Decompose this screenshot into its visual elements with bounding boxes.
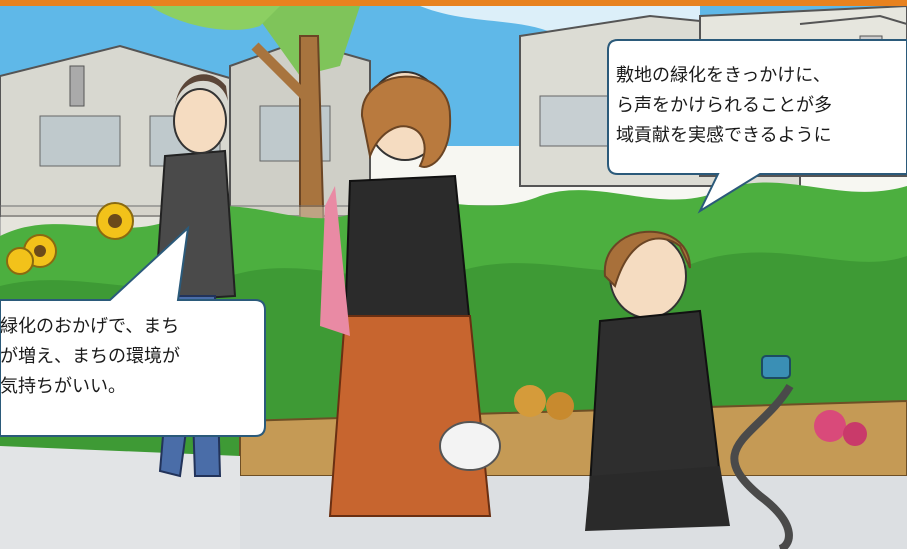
speech-line: 緑化のおかげで、まち xyxy=(0,316,180,337)
speech-line: ら声をかけられることが多 xyxy=(616,95,832,116)
speech-text-right: 敷地の緑化をきっかけに、 ら声をかけられることが多 域貢献を実感できるように xyxy=(616,61,832,151)
speech-line: 敷地の緑化をきっかけに、 xyxy=(616,65,831,86)
speech-line: 域貢献を実感できるように xyxy=(616,125,832,146)
woman-standing xyxy=(320,71,501,517)
woman-watering xyxy=(585,230,794,549)
speech-line: が増え、まちの環境が xyxy=(0,346,180,367)
speech-text-left: 緑化のおかげで、まち が増え、まちの環境が 気持ちがいい。 xyxy=(0,312,180,402)
speech-line: 気持ちがいい。 xyxy=(0,376,126,397)
top-border xyxy=(0,0,907,6)
